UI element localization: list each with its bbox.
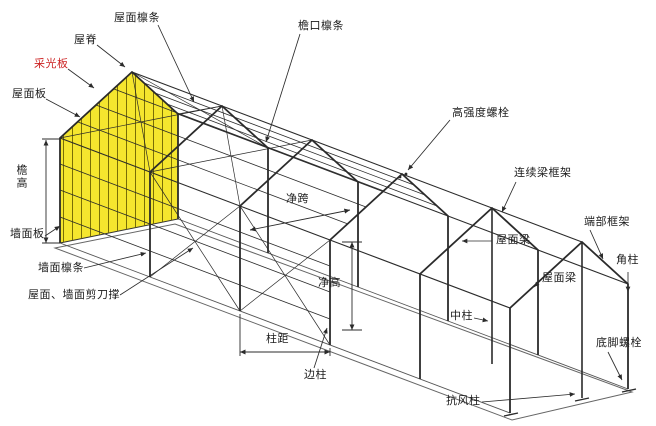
label-continuous-beam-frame: 连续梁框架	[514, 167, 572, 179]
label-eave-height: 檐高	[15, 164, 27, 190]
label-middle-column: 中柱	[450, 310, 473, 322]
interior-columns	[491, 208, 583, 398]
label-wind-column: 抗风柱	[446, 395, 481, 407]
label-column-spacing: 柱距	[266, 333, 289, 345]
label-clear-span: 净跨	[286, 193, 309, 205]
label-roof-beam-2: 屋面梁	[542, 272, 577, 284]
label-bracing: 屋面、墙面剪刀撑	[28, 289, 120, 301]
leader-lines	[44, 24, 631, 403]
ground-outline	[53, 223, 634, 421]
label-end-frame: 端部框架	[584, 216, 630, 228]
label-wall-panel: 墙面板	[10, 228, 45, 240]
label-anchor-bolt: 底脚螺栓	[596, 337, 642, 349]
label-eave-purlin: 檐口檩条	[298, 20, 344, 32]
label-roof-panel: 屋面板	[12, 88, 47, 100]
label-skylight-panel: 采光板	[34, 58, 69, 70]
label-roof-beam-1: 屋面梁	[496, 234, 531, 246]
dimension-lines	[42, 138, 362, 356]
label-clear-height: 净高	[318, 277, 341, 289]
label-side-column: 边柱	[304, 369, 327, 381]
label-wall-purlin: 墙面檩条	[38, 262, 84, 274]
label-ridge: 屋脊	[74, 34, 97, 46]
bolt-dots	[398, 172, 408, 179]
label-high-strength-bolt: 高强度螺栓	[452, 107, 510, 119]
cross-bracing	[59, 71, 331, 346]
gable-wall-panels	[59, 71, 179, 244]
label-roof-purlin: 屋面檩条	[114, 12, 160, 24]
base-lines	[59, 218, 629, 414]
base-plates	[503, 388, 637, 417]
label-corner-column: 角柱	[616, 254, 639, 266]
